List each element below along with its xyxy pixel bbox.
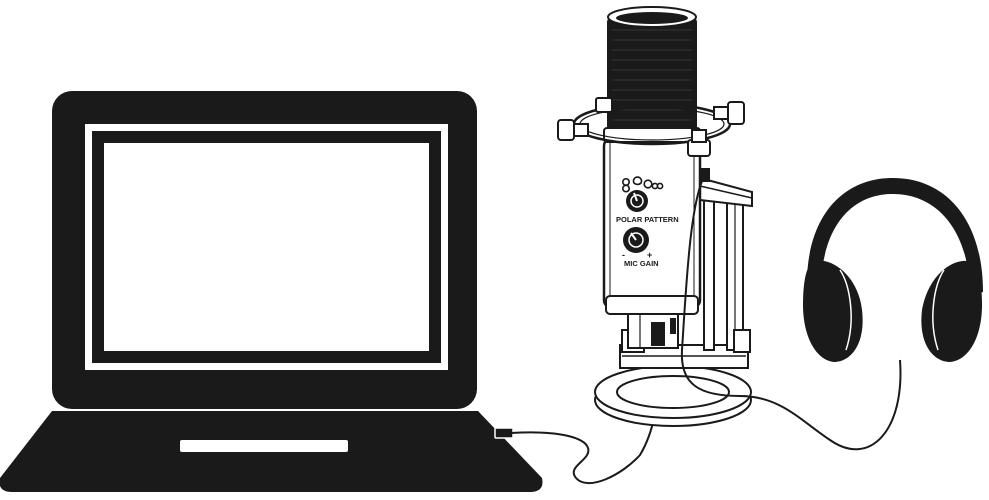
cardioid-icon [632,176,643,186]
figure-8-icon [621,178,630,193]
headphone-band [806,178,983,296]
headphone-cable [680,174,902,451]
mic-grille [607,18,697,130]
laptop-touchpad [180,440,348,452]
laptop-screen [104,143,429,351]
shock-mount-knob-back [595,97,613,113]
headphone-right-cup [921,260,982,362]
mic-gain-label: MIC GAIN [624,259,659,268]
polar-pattern-knob[interactable] [626,190,648,212]
shock-mount-knob-left [557,119,589,141]
microphone: POLAR PATTERN - + MIC GAIN [557,6,753,427]
mic-gain-minus: - [622,250,625,260]
mic-gain-knob[interactable] [623,227,649,253]
laptop [0,91,543,492]
usb-port [494,427,514,439]
polar-pattern-icons [621,176,664,193]
omni-icon [643,179,653,189]
headphones [803,178,983,362]
headphone-left-cup [803,260,863,362]
mic-usb-connector [651,322,665,346]
stereo-icon [651,182,664,190]
mic-gain-plus: + [647,250,652,260]
polar-pattern-label: POLAR PATTERN [616,215,679,224]
shock-mount-knob-right [713,101,745,125]
shock-mount-knob-front [687,129,711,157]
